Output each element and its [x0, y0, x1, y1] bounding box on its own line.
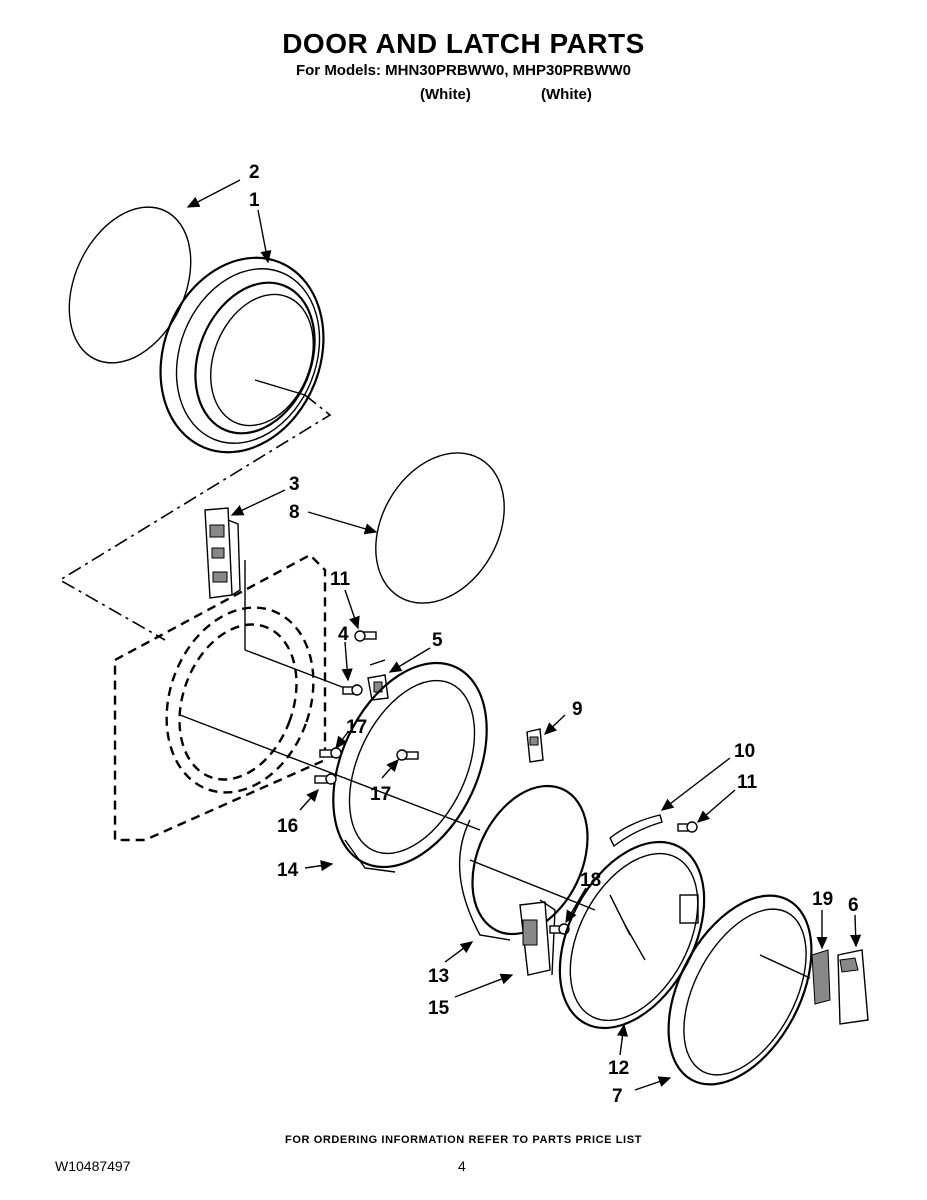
arrow-3 — [230, 489, 286, 516]
part-3-door-lock — [204, 507, 241, 599]
ordering-note: FOR ORDERING INFORMATION REFER TO PARTS … — [285, 1134, 642, 1146]
arrow-18 — [565, 887, 587, 924]
callout-17-left: 17 — [346, 717, 367, 738]
callout-19: 19 — [812, 889, 833, 910]
page-number: 4 — [458, 1158, 466, 1174]
cabinet-front-panel — [113, 553, 327, 842]
part-6-handle-cover — [837, 949, 869, 1025]
arrow-4 — [341, 641, 353, 682]
callout-2: 2 — [249, 162, 260, 183]
arrow-5 — [388, 647, 431, 673]
callout-13: 13 — [428, 966, 449, 987]
leader-line-4 — [244, 649, 351, 691]
arrow-11-upper — [344, 589, 360, 630]
callout-10: 10 — [734, 741, 755, 762]
callout-16: 16 — [277, 816, 298, 837]
arrow-15 — [454, 973, 514, 998]
callout-9: 9 — [572, 699, 583, 720]
leader-line-axis — [179, 714, 481, 831]
arrow-7 — [634, 1076, 672, 1091]
part-15-latch-handle — [519, 899, 556, 976]
part-1-door-frame — [159, 256, 325, 454]
arrow-17-left — [335, 731, 349, 750]
arrow-12 — [616, 1023, 629, 1056]
color-label-2: (White) — [541, 86, 592, 103]
arrow-2 — [186, 179, 241, 208]
part-9-clip — [526, 728, 544, 763]
arrow-6 — [850, 914, 862, 948]
part-11-screw-upper — [354, 630, 377, 642]
callout-3: 3 — [289, 474, 300, 495]
part-16-screw — [314, 773, 337, 785]
arrow-11-lower — [696, 789, 736, 823]
callout-5: 5 — [432, 630, 443, 651]
arrow-13 — [444, 941, 474, 963]
part-4-screw — [342, 684, 363, 696]
page-title: DOOR AND LATCH PARTS — [282, 28, 645, 59]
callout-14: 14 — [277, 860, 299, 881]
callout-15: 15 — [428, 998, 450, 1019]
part-17-screw-left — [319, 747, 342, 759]
callout-12: 12 — [608, 1058, 629, 1079]
callout-1: 1 — [249, 190, 260, 211]
callout-11-upper: 11 — [330, 569, 351, 590]
arrow-16 — [299, 788, 319, 811]
callout-4: 4 — [338, 624, 349, 645]
leader-line-1 — [58, 394, 332, 641]
part-7-door-trim — [667, 894, 813, 1086]
part-17-screw-center — [396, 749, 419, 761]
arrow-14 — [304, 860, 334, 872]
part-2-door-ring — [68, 206, 192, 364]
arrow-10 — [660, 757, 731, 811]
arrow-9 — [543, 714, 566, 735]
callout-11-lower: 11 — [737, 772, 758, 793]
arrow-1 — [257, 209, 272, 264]
callout-6: 6 — [848, 895, 859, 916]
part-5-strike-bracket — [367, 659, 389, 701]
part-18-screw — [549, 923, 570, 935]
callout-7: 7 — [612, 1086, 623, 1107]
document-number: W10487497 — [55, 1158, 131, 1174]
model-numbers: For Models: MHN30PRBWW0, MHP30PRBWW0 — [295, 62, 632, 79]
part-19-label — [811, 949, 831, 1005]
part-13-inner-glass — [458, 784, 596, 941]
arrow-17-center — [381, 758, 399, 779]
part-8-door-glass — [375, 452, 505, 604]
callout-8: 8 — [289, 502, 300, 523]
arrow-8 — [307, 511, 378, 535]
color-label-1: (White) — [420, 86, 471, 103]
callout-17-center: 17 — [370, 784, 391, 805]
part-10-hinge — [609, 814, 663, 848]
part-11-screw-lower — [677, 821, 698, 833]
part-14-inner-door — [332, 661, 488, 873]
callout-18: 18 — [580, 870, 601, 891]
